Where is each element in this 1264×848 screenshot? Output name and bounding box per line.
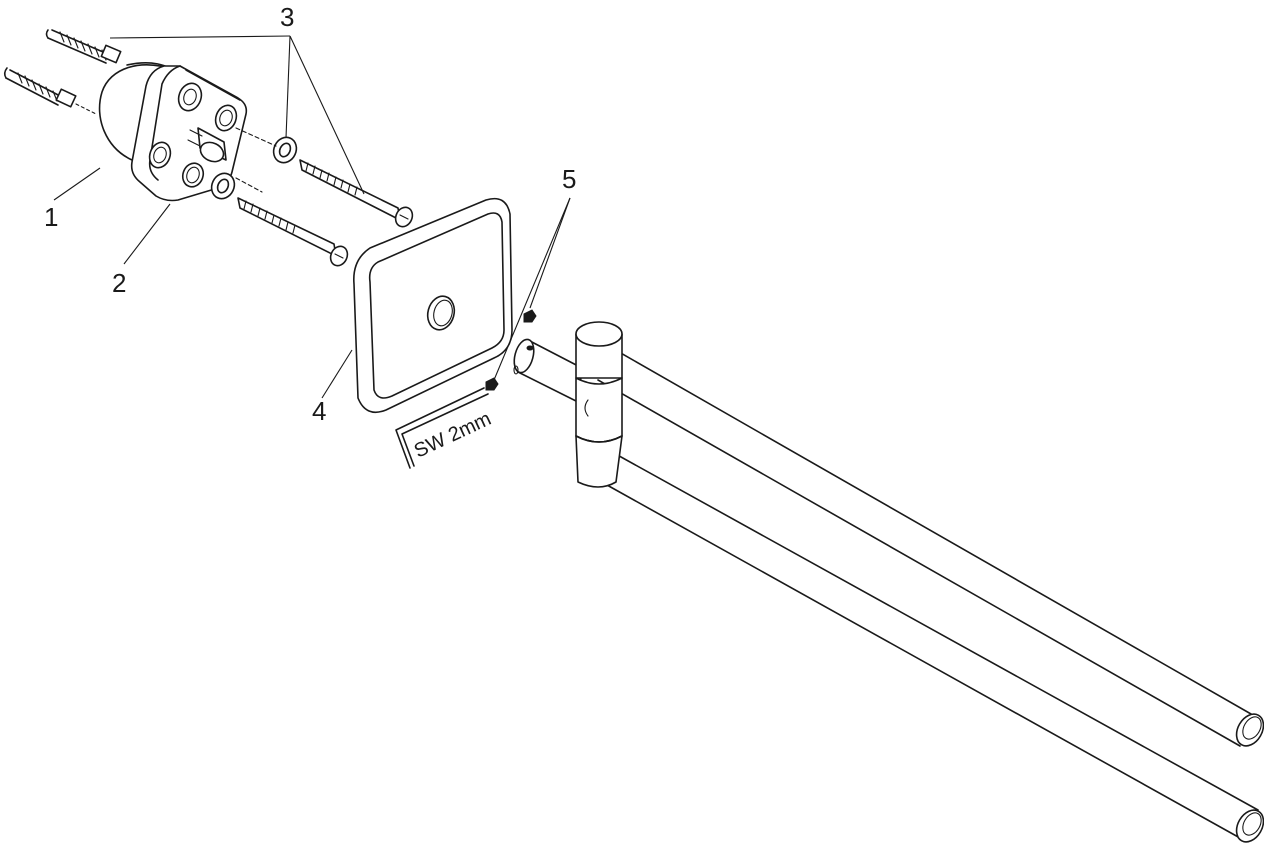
screw-upper bbox=[299, 159, 414, 228]
swivel-pivot-column bbox=[575, 321, 623, 488]
callout-3: 3 bbox=[280, 2, 294, 32]
callout-1: 1 bbox=[44, 202, 58, 232]
callout-4: 4 bbox=[312, 396, 326, 426]
washer-axis-line bbox=[235, 127, 277, 147]
plug-axis-line bbox=[75, 103, 97, 115]
mounting-plate bbox=[130, 65, 248, 202]
hex-key bbox=[395, 387, 489, 469]
grub-screw-upper bbox=[523, 309, 537, 323]
wall-plug-upper bbox=[45, 29, 122, 64]
washer-lower bbox=[210, 172, 236, 200]
cover-rosette bbox=[353, 197, 513, 414]
washer-axis-line-2 bbox=[235, 177, 263, 193]
towel-bar-arm-lower bbox=[597, 451, 1264, 843]
leader-lines bbox=[53, 35, 571, 399]
callout-2: 2 bbox=[112, 268, 126, 298]
callout-5: 5 bbox=[562, 164, 576, 194]
screw-lower bbox=[237, 197, 349, 267]
washer-upper bbox=[272, 136, 298, 164]
wall-plug-lower bbox=[3, 67, 77, 108]
grub-screw-lower bbox=[485, 377, 499, 391]
towel-bar-stub bbox=[513, 338, 583, 403]
towel-bar-arm-upper bbox=[597, 347, 1264, 747]
